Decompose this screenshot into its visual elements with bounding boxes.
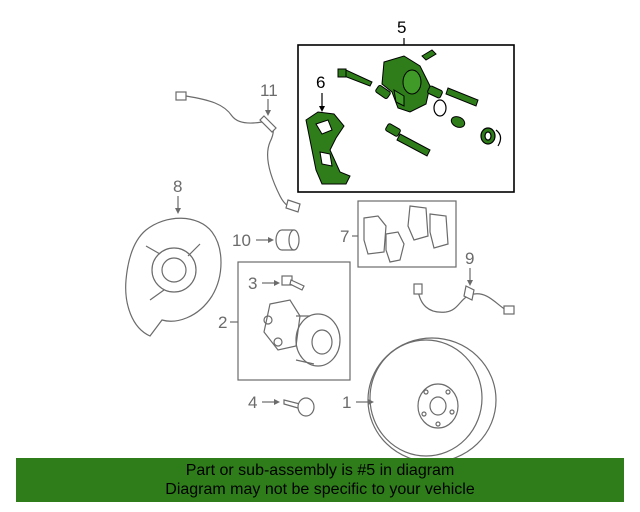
bleeder-screw[interactable] bbox=[421, 49, 437, 61]
callout-11[interactable]: 11 bbox=[260, 81, 278, 100]
caliper-body[interactable] bbox=[381, 55, 431, 113]
caliper-assembly-group[interactable]: 5 6 bbox=[297, 18, 515, 193]
callout-8[interactable]: 8 bbox=[173, 177, 182, 196]
caliper-bolt[interactable] bbox=[337, 68, 373, 87]
callout-7[interactable]: 7 bbox=[340, 227, 349, 246]
callout-9[interactable]: 9 bbox=[465, 249, 474, 268]
info-banner: Part or sub-assembly is #5 in diagram Di… bbox=[16, 458, 624, 502]
callout-3[interactable]: 3 bbox=[248, 274, 257, 293]
callout-6[interactable]: 6 bbox=[316, 73, 325, 92]
brake-pads[interactable] bbox=[357, 200, 457, 268]
hub-bearing-assembly[interactable] bbox=[237, 261, 351, 381]
parts-diagram: 5 6 bbox=[125, 18, 515, 458]
banner-line-2: Diagram may not be specific to your vehi… bbox=[165, 481, 475, 498]
banner-line-1: Part or sub-assembly is #5 in diagram bbox=[185, 462, 455, 479]
callout-5[interactable]: 5 bbox=[397, 18, 406, 37]
sensor-harness[interactable] bbox=[413, 283, 515, 315]
brake-rotor[interactable] bbox=[367, 337, 497, 458]
assembly-5-box bbox=[297, 44, 515, 193]
caliper-bracket[interactable] bbox=[305, 111, 351, 185]
dust-shield[interactable] bbox=[125, 217, 222, 337]
callout-2[interactable]: 2 bbox=[218, 313, 227, 332]
guide-pin[interactable] bbox=[445, 87, 479, 129]
abs-sensor-wire[interactable] bbox=[175, 91, 301, 213]
callout-10[interactable]: 10 bbox=[232, 231, 251, 250]
callout-4[interactable]: 4 bbox=[248, 393, 257, 412]
hub-seal[interactable] bbox=[275, 229, 300, 251]
mounting-bolt[interactable] bbox=[283, 397, 315, 417]
callout-1[interactable]: 1 bbox=[342, 393, 351, 412]
bushing-set[interactable] bbox=[375, 84, 443, 157]
hub-bolt[interactable] bbox=[281, 275, 305, 291]
seal-rings[interactable] bbox=[433, 99, 502, 147]
